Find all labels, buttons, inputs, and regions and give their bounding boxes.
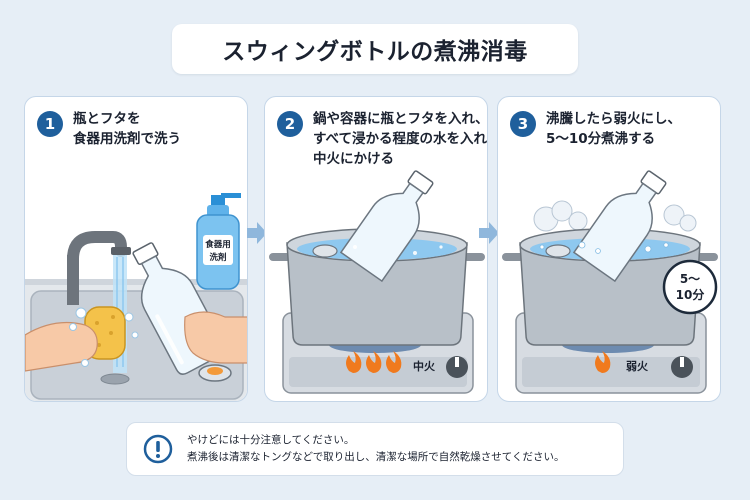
bubbles-icon [69,307,139,367]
detergent-bottle-icon: 食器用 洗剤 [196,193,241,290]
step-1-illustration: 食器用 洗剤 [25,193,247,401]
step-3-badge: 3 [510,111,536,137]
bottle-lid-icon [545,244,571,258]
step-2-text: 鍋や容器に瓶とフタを入れ、 すべて浸かる程度の水を入れ、 中火にかける [313,109,488,169]
exclamation-icon [143,434,173,464]
step-1-line-2: 食器用洗剤で洗う [73,131,181,147]
step-1-header: 1 瓶とフタを 食器用洗剤で洗う [37,109,181,149]
swing-bottle-icon [339,170,434,283]
timer-badge: 5〜 10分 [662,259,718,315]
bottle-lid-icon [312,244,338,258]
stove-label-low: 弱火 [626,360,649,373]
caution-line-1: やけどには十分注意してください。 [187,434,355,446]
step-2-badge: 2 [277,111,303,137]
flame-icon [595,351,611,373]
step-2-line-1: 鍋や容器に瓶とフタを入れ、 [313,111,488,127]
step-2-line-3: 中火にかける [313,151,394,167]
stove-knob-icon [446,356,468,378]
step-3-text: 沸騰したら弱火にし、 5〜10分煮沸する [546,109,681,149]
faucet-icon [67,231,131,305]
step-1-panel: 1 瓶とフタを 食器用洗剤で洗う [24,96,248,402]
step-2-panel: 2 鍋や容器に瓶とフタを入れ、 すべて浸かる程度の水を入れ、 中火にかける [264,96,488,402]
step-2-line-2: すべて浸かる程度の水を入れ、 [313,131,488,147]
boiling-bubbles-icon [539,241,669,254]
step-1-badge: 1 [37,111,63,137]
step-3-panel: 3 沸騰したら弱火にし、 5〜10分煮沸する [497,96,721,402]
step-3-line-2: 5〜10分煮沸する [546,131,656,147]
timer-line-1: 5〜 [680,272,700,286]
title-box: スウィングボトルの煮沸消毒 [172,24,578,74]
stove-label-medium: 中火 [413,359,436,373]
step-3-header: 3 沸騰したら弱火にし、 5〜10分煮沸する [510,109,681,149]
caution-note: やけどには十分注意してください。 煮沸後は清潔なトングなどで取り出し、清潔な場所… [126,422,624,476]
step-1-line-1: 瓶とフタを [73,111,141,127]
bottle-lid-icon [198,364,232,382]
flame-icon-group [346,351,402,373]
caution-text: やけどには十分注意してください。 煮沸後は清潔なトングなどで取り出し、清潔な場所… [187,432,564,466]
step-3-illustration: 5〜 10分 弱火 [502,170,718,394]
detergent-label-2: 洗剤 [209,252,226,263]
step-3-line-1: 沸騰したら弱火にし、 [546,111,681,127]
caution-line-2: 煮沸後は清潔なトングなどで取り出し、清潔な場所で自然乾燥させてください。 [187,451,565,463]
arrow-right-icon [479,222,499,244]
timer-line-2: 10分 [676,287,705,302]
drain-icon [100,373,130,385]
arrow-right-icon [247,222,267,244]
steam-icon [533,200,697,232]
detergent-label-1: 食器用 [205,239,231,250]
step-2-header: 2 鍋や容器に瓶とフタを入れ、 すべて浸かる程度の水を入れ、 中火にかける [277,109,488,169]
stove-knob-icon [671,356,693,378]
page-title: スウィングボトルの煮沸消毒 [222,39,528,65]
step-2-illustration: 中火 [269,170,485,394]
step-1-text: 瓶とフタを 食器用洗剤で洗う [73,109,181,149]
swing-bottle-icon [572,170,667,283]
